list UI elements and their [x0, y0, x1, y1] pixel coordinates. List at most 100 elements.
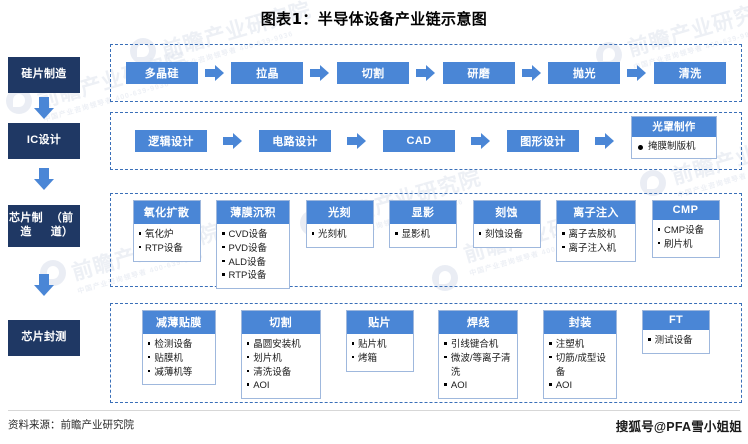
card-dicing[interactable]: 切割 晶圆安装机 划片机 清洗设备 AOI	[240, 310, 321, 400]
right-arrow-icon	[521, 65, 542, 81]
list-item: 显影机	[395, 228, 452, 242]
card-photolithography[interactable]: 光刻 光刻机	[305, 200, 374, 248]
card-header: 贴片	[346, 311, 413, 334]
bullet-icon	[222, 273, 225, 276]
card-oxidation-diffusion[interactable]: 氧化扩散 氧化炉 RTP设备	[132, 200, 201, 262]
source-text: 资料来源：前瞻产业研究院	[8, 419, 134, 431]
list-item-label: 测试设备	[654, 335, 693, 346]
card-body: 刻蚀设备	[474, 224, 540, 247]
card-body: 贴片机 烤箱	[347, 334, 413, 371]
card-header: CMP	[652, 201, 719, 220]
list-item-label: RTP设备	[145, 242, 183, 254]
card-photomask-fabrication[interactable]: 光罩制作 掩膜制版机	[631, 116, 717, 160]
bullet-icon	[311, 232, 314, 235]
flow-row-2: 逻辑设计 电路设计 CAD 图形设计 光罩制作 掩膜制版机	[111, 113, 741, 169]
row-chip-manufacturing-front-end: 氧化扩散 氧化炉 RTP设备 薄膜沉积 CVD设备 PVD设备 ALD设备 RT…	[110, 193, 742, 290]
flow-step-cleaning[interactable]: 清洗	[654, 62, 727, 84]
list-item: ALD设备	[222, 256, 285, 270]
chart-title: 图表1：半导体设备产业链示意图	[260, 10, 488, 28]
card-die-attach[interactable]: 贴片 贴片机 烤箱	[345, 310, 414, 372]
list-item-label: 划片机	[253, 352, 282, 364]
flow-step-circuit-design[interactable]: 电路设计	[259, 130, 331, 152]
bullet-icon	[444, 355, 447, 359]
list-item-label: 引线键合机	[450, 339, 499, 350]
bullet-icon	[562, 245, 565, 249]
list-item: AOI	[246, 379, 316, 393]
right-arrow-icon	[471, 133, 491, 149]
flow-step-polishing[interactable]: 抛光	[548, 62, 621, 84]
right-arrow-icon	[310, 65, 330, 81]
list-item-label: 贴膜机	[154, 352, 183, 364]
list-item: 烤箱	[351, 352, 409, 366]
card-development[interactable]: 显影 显影机	[389, 200, 457, 248]
card-body: 氧化炉 RTP设备	[134, 224, 200, 261]
list-item: RTP设备	[222, 269, 285, 283]
list-item-label: 光刻机	[318, 229, 347, 240]
bullet-icon	[246, 342, 250, 345]
list-item-label: 贴片机	[358, 339, 387, 350]
card-header: 减薄贴膜	[142, 311, 215, 334]
bullet-icon	[147, 342, 151, 345]
card-ion-implantation[interactable]: 离子注入 离子去胶机 离子注入机	[556, 200, 636, 262]
list-item-label: PVD设备	[228, 242, 268, 254]
list-item-label: 氧化炉	[145, 229, 174, 240]
list-item: 注塑机	[549, 338, 612, 352]
card-body: 离子去胶机 离子注入机	[557, 224, 635, 261]
list-item: 测试设备	[648, 334, 705, 348]
list-item: 微波/等离子清洗	[444, 352, 513, 380]
card-header: FT	[643, 311, 710, 330]
card-wire-bonding[interactable]: 焊线 引线键合机 微波/等离子清洗 AOI	[438, 310, 519, 400]
card-body: CVD设备 PVD设备 ALD设备 RTP设备	[217, 224, 289, 288]
bullet-icon	[246, 369, 250, 373]
list-item: 光刻机	[311, 228, 369, 242]
flow-step-crystal-pulling[interactable]: 拉晶	[231, 62, 304, 84]
bullet-icon	[351, 355, 355, 359]
card-packaging[interactable]: 封装 注塑机 切筋/成型设备 AOI	[543, 310, 618, 400]
row-chip-packaging-testing: 减薄贴膜 检测设备 贴膜机 减薄机等 切割 晶圆安装机 划片机 清洗设备 AOI…	[110, 303, 742, 403]
list-item-label: 晶圆安装机	[253, 339, 301, 350]
bullet-icon	[549, 355, 552, 359]
down-arrow-icon	[34, 274, 54, 296]
card-final-test[interactable]: FT 测试设备	[642, 310, 711, 354]
bullet-icon	[549, 342, 552, 345]
byline-text: 搜狐号@PFA雪小姐姐	[615, 420, 742, 434]
flow-step-logic-design[interactable]: 逻辑设计	[135, 130, 207, 152]
card-body: 掩膜制版机	[632, 137, 716, 158]
down-arrow-icon	[34, 97, 54, 119]
bullet-icon	[444, 383, 447, 386]
bullet-icon	[549, 383, 552, 386]
list-item: 贴膜机	[147, 352, 211, 366]
stage-label-line-1: 芯片制造	[9, 212, 43, 238]
card-thinning-film-attach[interactable]: 减薄贴膜 检测设备 贴膜机 减薄机等	[141, 310, 216, 386]
list-item: 清洗设备	[246, 366, 316, 380]
card-cmp[interactable]: CMP CMP设备 刷片机	[651, 200, 720, 258]
bullet-icon	[246, 355, 250, 359]
flow-step-slicing[interactable]: 切割	[337, 62, 410, 84]
bullet-icon	[138, 245, 141, 249]
flow-row-1: 多晶硅 拉晶 切割 研磨 抛光 清洗	[111, 45, 741, 101]
flow-step-polysilicon[interactable]: 多晶硅	[125, 62, 198, 84]
card-etching[interactable]: 刻蚀 刻蚀设备	[472, 200, 541, 248]
flow-step-grinding[interactable]: 研磨	[442, 62, 515, 84]
list-item-label: CVD设备	[228, 229, 268, 240]
down-arrow-icon	[34, 168, 54, 190]
list-item: RTP设备	[138, 242, 196, 256]
list-item-label: 清洗设备	[253, 366, 292, 378]
cards-row-4: 减薄贴膜 检测设备 贴膜机 减薄机等 切割 晶圆安装机 划片机 清洗设备 AOI…	[111, 304, 741, 402]
list-item-label: 减薄机等	[154, 366, 193, 378]
card-body: 注塑机 切筋/成型设备 AOI	[544, 334, 616, 398]
card-body: 测试设备	[643, 330, 709, 353]
list-item-label: 离子注入机	[568, 242, 617, 254]
card-thin-film-deposition[interactable]: 薄膜沉积 CVD设备 PVD设备 ALD设备 RTP设备	[216, 200, 290, 290]
list-item: AOI	[444, 379, 513, 393]
list-item-label: CMP设备	[664, 225, 705, 236]
list-item-label: 刷片机	[664, 238, 693, 250]
right-arrow-icon	[223, 133, 243, 149]
cards-row-3: 氧化扩散 氧化炉 RTP设备 薄膜沉积 CVD设备 PVD设备 ALD设备 RT…	[111, 194, 741, 290]
list-item-label: RTP设备	[228, 270, 267, 282]
list-item: 检测设备	[147, 338, 211, 352]
flow-step-graphic-design[interactable]: 图形设计	[507, 130, 579, 152]
flow-step-cad[interactable]: CAD	[383, 130, 455, 152]
bullet-icon	[246, 383, 250, 386]
